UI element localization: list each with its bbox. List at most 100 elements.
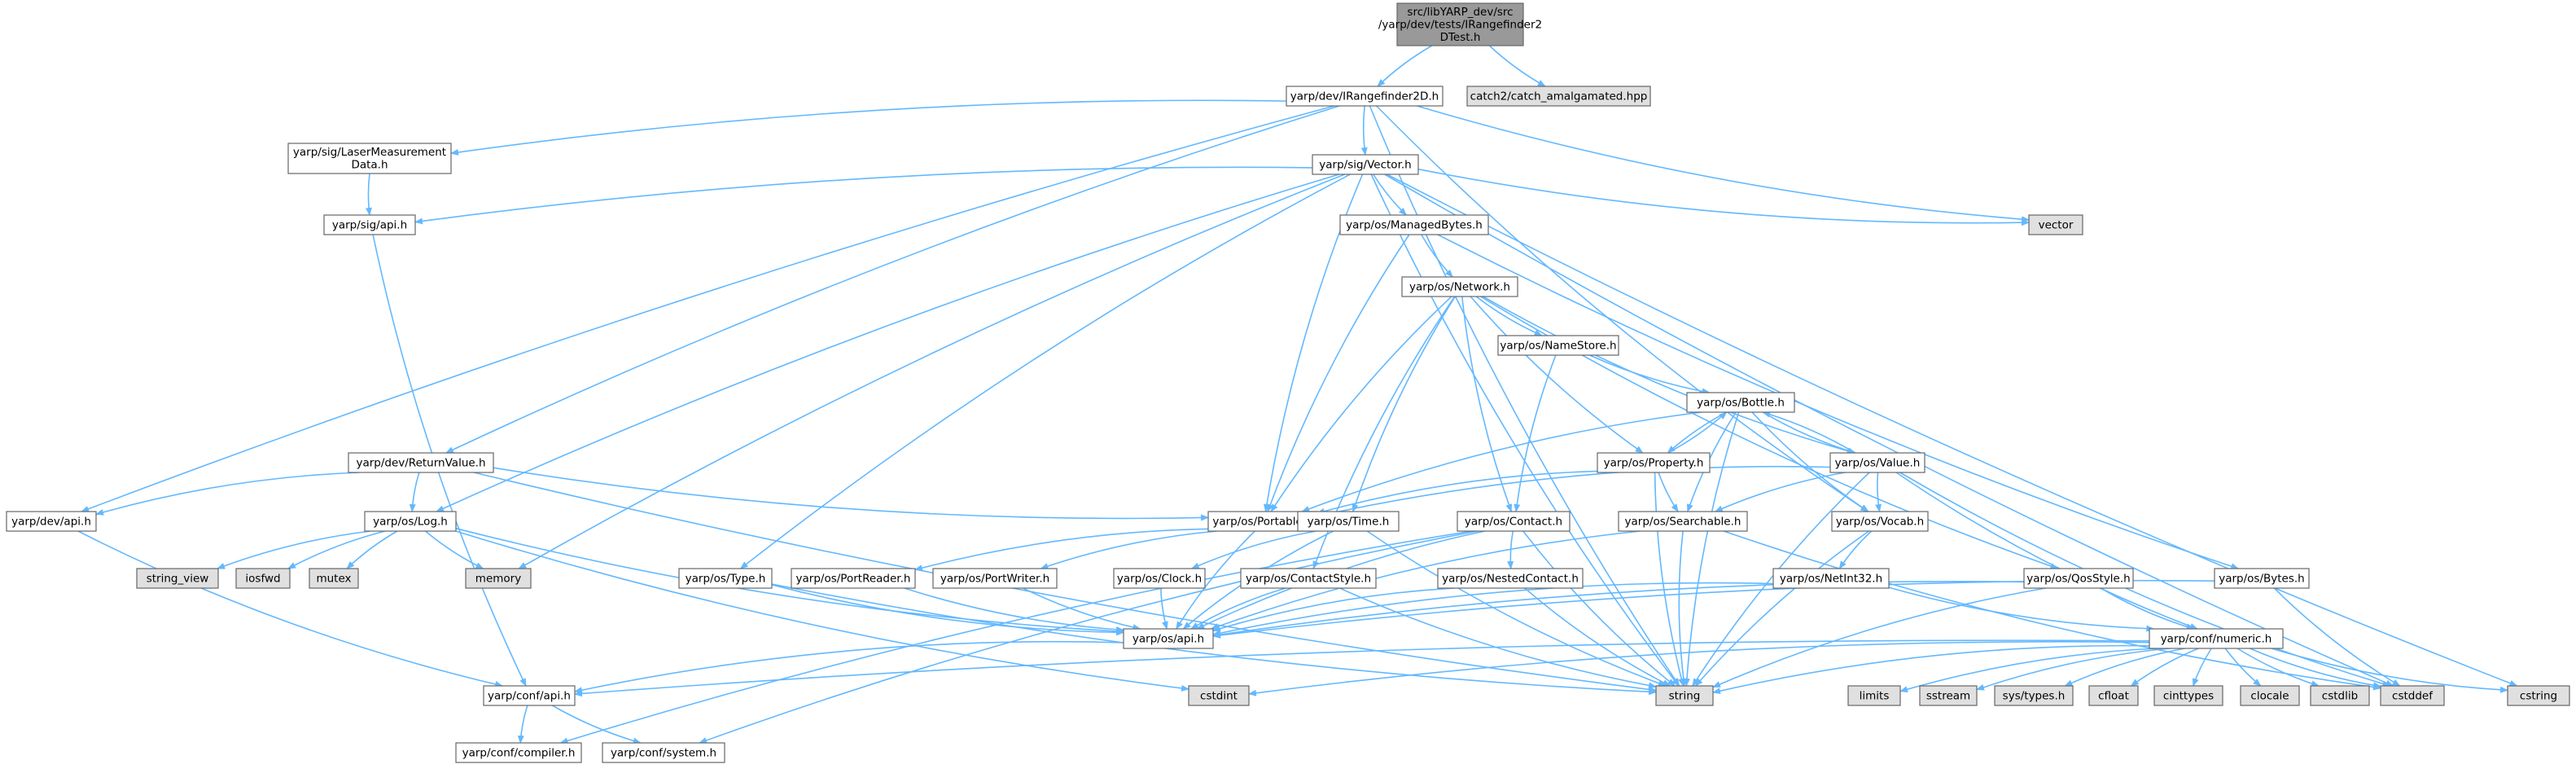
node-compiler[interactable]: yarp/conf/compiler.h (455, 742, 582, 763)
node-box (1466, 86, 1651, 107)
node-box (2380, 685, 2445, 706)
node-box (1618, 511, 1748, 532)
node-clock[interactable]: yarp/os/Clock.h (1113, 568, 1206, 589)
node-netint32[interactable]: yarp/os/NetInt32.h (1772, 568, 1890, 589)
node-confapi[interactable]: yarp/conf/api.h (483, 685, 576, 706)
node-managed[interactable]: yarp/os/ManagedBytes.h (1339, 214, 1489, 235)
node-box (2023, 568, 2134, 589)
node-portwriter[interactable]: yarp/os/PortWriter.h (932, 568, 1058, 589)
node-devapi[interactable]: yarp/dev/api.h (6, 511, 97, 532)
edge-numeric-to-cinttypes (2192, 648, 2212, 687)
edge-root-to-catch (1488, 45, 1546, 87)
node-label: yarp/os/NestedContact.h (1442, 572, 1579, 585)
edge-irange-to-returnvalue (445, 105, 1340, 454)
node-sigapi[interactable]: yarp/sig/api.h (323, 214, 416, 235)
edge-managed-to-portable (1267, 234, 1410, 512)
node-label: yarp/sig/LaserMeasurement (293, 146, 446, 159)
node-label: yarp/dev/IRangefinder2D.h (1290, 90, 1439, 103)
node-label: yarp/sig/Vector.h (1319, 158, 1411, 171)
node-log[interactable]: yarp/os/Log.h (364, 511, 457, 532)
node-label: src/libYARP_dev/src (1407, 6, 1513, 19)
edge-contact-to-compiler (559, 530, 1472, 745)
node-label: /yarp/dev/tests/IRangefinder2 (1378, 18, 1542, 31)
node-portreader[interactable]: yarp/os/PortReader.h (791, 568, 916, 589)
node-box (1286, 86, 1444, 107)
edge-irange-to-vocab (1376, 105, 1869, 512)
node-qosstyle[interactable]: yarp/os/QosStyle.h (2023, 568, 2134, 589)
edge-numeric-to-cstddef (2249, 648, 2381, 689)
edge-value-to-bottle (1762, 411, 1856, 454)
edge-returnvalue-to-log (409, 472, 420, 512)
node-box (1396, 2, 1524, 46)
node-box (287, 143, 452, 174)
edge-property-to-string (1654, 472, 1685, 687)
edge-qosstyle-to-string (1712, 587, 2046, 688)
edge-clock-to-osapi (1160, 587, 1168, 630)
edge-qosstyle-to-numeric (2100, 587, 2195, 630)
node-label: cinttypes (2163, 689, 2214, 702)
node-vector_h[interactable]: yarp/sig/Vector.h (1312, 154, 1419, 175)
node-contactstyle[interactable]: yarp/os/ContactStyle.h (1240, 568, 1377, 589)
node-label: yarp/os/Time.h (1308, 515, 1390, 528)
node-network[interactable]: yarp/os/Network.h (1401, 276, 1518, 297)
node-searchable[interactable]: yarp/os/Searchable.h (1618, 511, 1748, 532)
node-box (364, 511, 457, 532)
node-contact[interactable]: yarp/os/Contact.h (1457, 511, 1571, 532)
node-box (2310, 685, 2370, 706)
edge-lasermeas-to-sigapi (365, 173, 372, 216)
node-box (323, 214, 416, 235)
node-box (1437, 568, 1584, 589)
node-box (602, 742, 725, 763)
edge-portwriter-to-osapi (1023, 587, 1141, 630)
node-label: yarp/os/Clock.h (1117, 572, 1202, 585)
edge-vector_h-to-cstring (1387, 174, 2518, 687)
edge-numeric-to-cstring (2271, 648, 2508, 693)
node-type[interactable]: yarp/os/Type.h (678, 568, 773, 589)
edge-netint32-to-osapi (1212, 582, 1774, 637)
node-bottle[interactable]: yarp/os/Bottle.h (1686, 392, 1795, 413)
edge-property-to-searchable (1658, 472, 1679, 512)
node-box (932, 568, 1058, 589)
edge-bottle-to-portable (1301, 411, 1702, 512)
node-label: yarp/os/QosStyle.h (2026, 572, 2130, 585)
node-string_view: string_view (136, 568, 219, 589)
edge-irange-to-vector (1417, 105, 2030, 223)
node-box (6, 511, 97, 532)
edge-numeric-to-string (1712, 644, 2150, 695)
node-value[interactable]: yarp/os/Value.h (1829, 452, 1925, 473)
node-vocab[interactable]: yarp/os/Vocab.h (1831, 511, 1929, 532)
edge-bottle-to-string (1683, 411, 1740, 687)
node-property[interactable]: yarp/os/Property.h (1597, 452, 1711, 473)
node-label: yarp/os/NameStore.h (1500, 339, 1616, 352)
node-box (2153, 685, 2223, 706)
edge-managed-to-bytes (1437, 234, 2240, 569)
node-numeric[interactable]: yarp/conf/numeric.h (2149, 628, 2284, 649)
node-label: yarp/os/Bottle.h (1697, 396, 1785, 409)
edge-vector_h-to-string (1370, 174, 1680, 687)
node-namestore[interactable]: yarp/os/NameStore.h (1497, 335, 1619, 356)
node-bytes[interactable]: yarp/os/Bytes.h (2214, 568, 2310, 589)
node-box (1994, 685, 2074, 706)
node-label: yarp/conf/compiler.h (462, 746, 576, 759)
edge-bytes-to-cstddef (2273, 587, 2401, 687)
node-label: cstdint (1200, 689, 1238, 702)
node-time[interactable]: yarp/os/Time.h (1297, 511, 1400, 532)
node-sstream: sstream (1919, 685, 1978, 706)
edge-numeric-to-limits (1899, 648, 2158, 693)
node-label: yarp/os/Network.h (1409, 280, 1510, 293)
node-box (136, 568, 219, 589)
edge-bottle-to-vocab (1751, 411, 1869, 512)
node-catch: catch2/catch_amalgamated.hpp (1466, 86, 1651, 107)
edge-type-to-string (771, 583, 1657, 696)
edge-numeric-to-confapi (574, 639, 2150, 697)
edge-bottle-to-value (1762, 411, 1856, 455)
node-returnvalue[interactable]: yarp/dev/ReturnValue.h (348, 452, 494, 473)
node-box (1847, 685, 1901, 706)
node-label: yarp/os/ContactStyle.h (1246, 572, 1371, 585)
node-nestedcontact[interactable]: yarp/os/NestedContact.h (1437, 568, 1584, 589)
edge-log-to-osapi (455, 527, 1124, 635)
node-system[interactable]: yarp/conf/system.h (602, 742, 725, 763)
node-irange[interactable]: yarp/dev/IRangefinder2D.h (1286, 86, 1444, 107)
node-osapi[interactable]: yarp/os/api.h (1123, 628, 1214, 649)
